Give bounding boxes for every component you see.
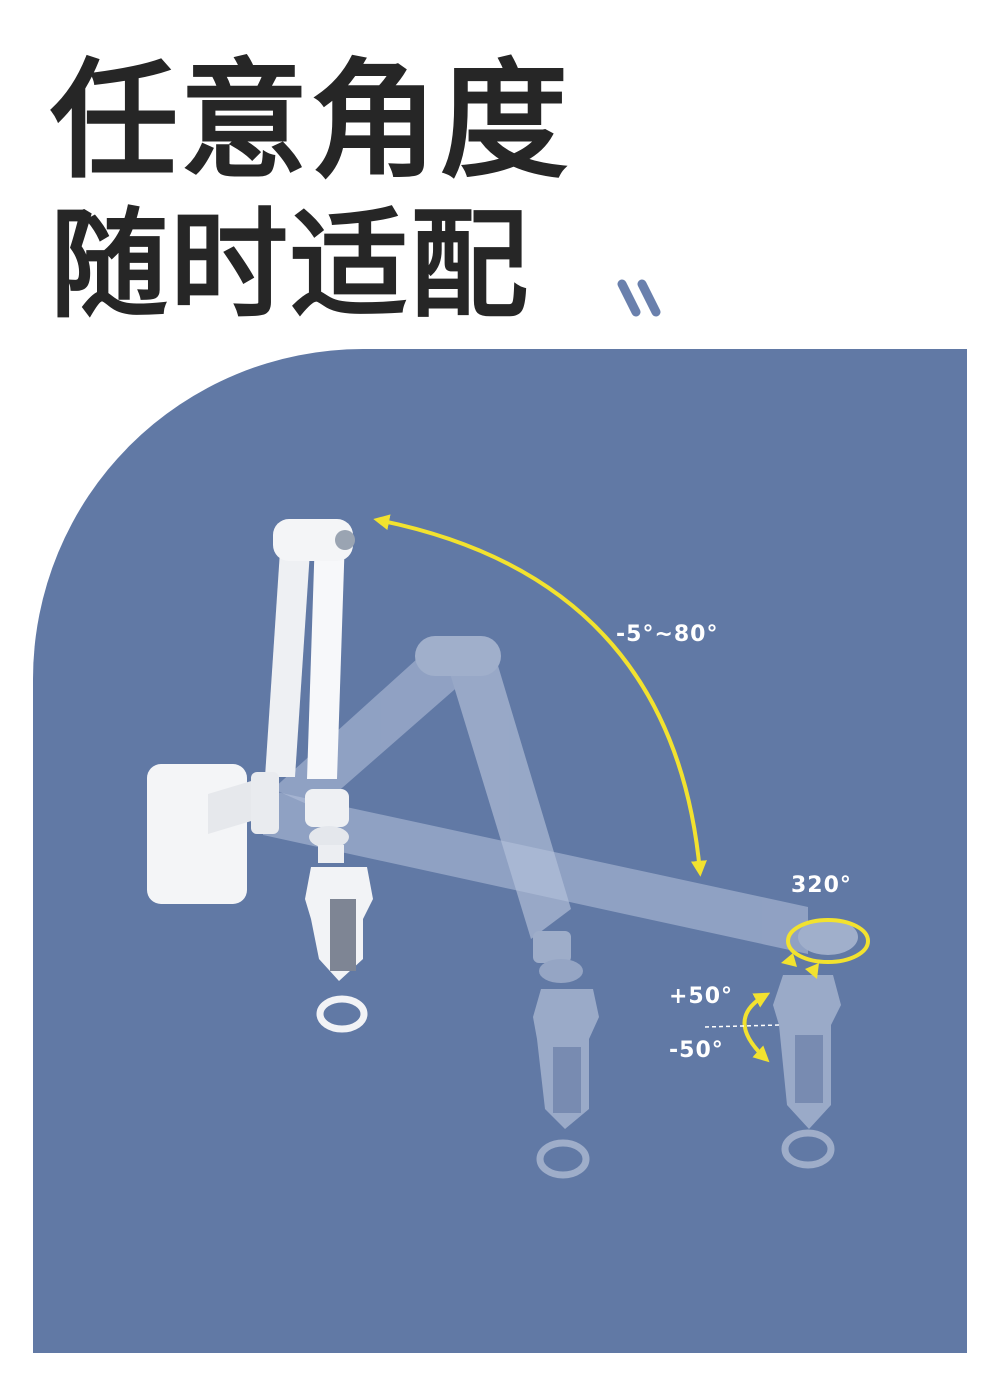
- tilt-angle-label: -5°~80°: [616, 622, 719, 647]
- headline-line-1: 任意角度: [50, 47, 571, 196]
- swing-arrow: [742, 992, 771, 1063]
- headline-line-2: 随时适配: [50, 196, 531, 334]
- swing-up-label: +50°: [669, 984, 734, 1009]
- product-panel: -5°~80° 320° +50° -50°: [33, 349, 967, 1353]
- rotate-arrow: [786, 918, 870, 964]
- tilt-arrow: [373, 514, 707, 877]
- double-slash-quote-icon: [617, 279, 661, 317]
- arm-solid: [147, 519, 373, 1033]
- swing-down-label: -50°: [669, 1038, 724, 1063]
- rotate-angle-label: 320°: [791, 873, 852, 898]
- monitor-arm-illustration: [147, 514, 870, 1179]
